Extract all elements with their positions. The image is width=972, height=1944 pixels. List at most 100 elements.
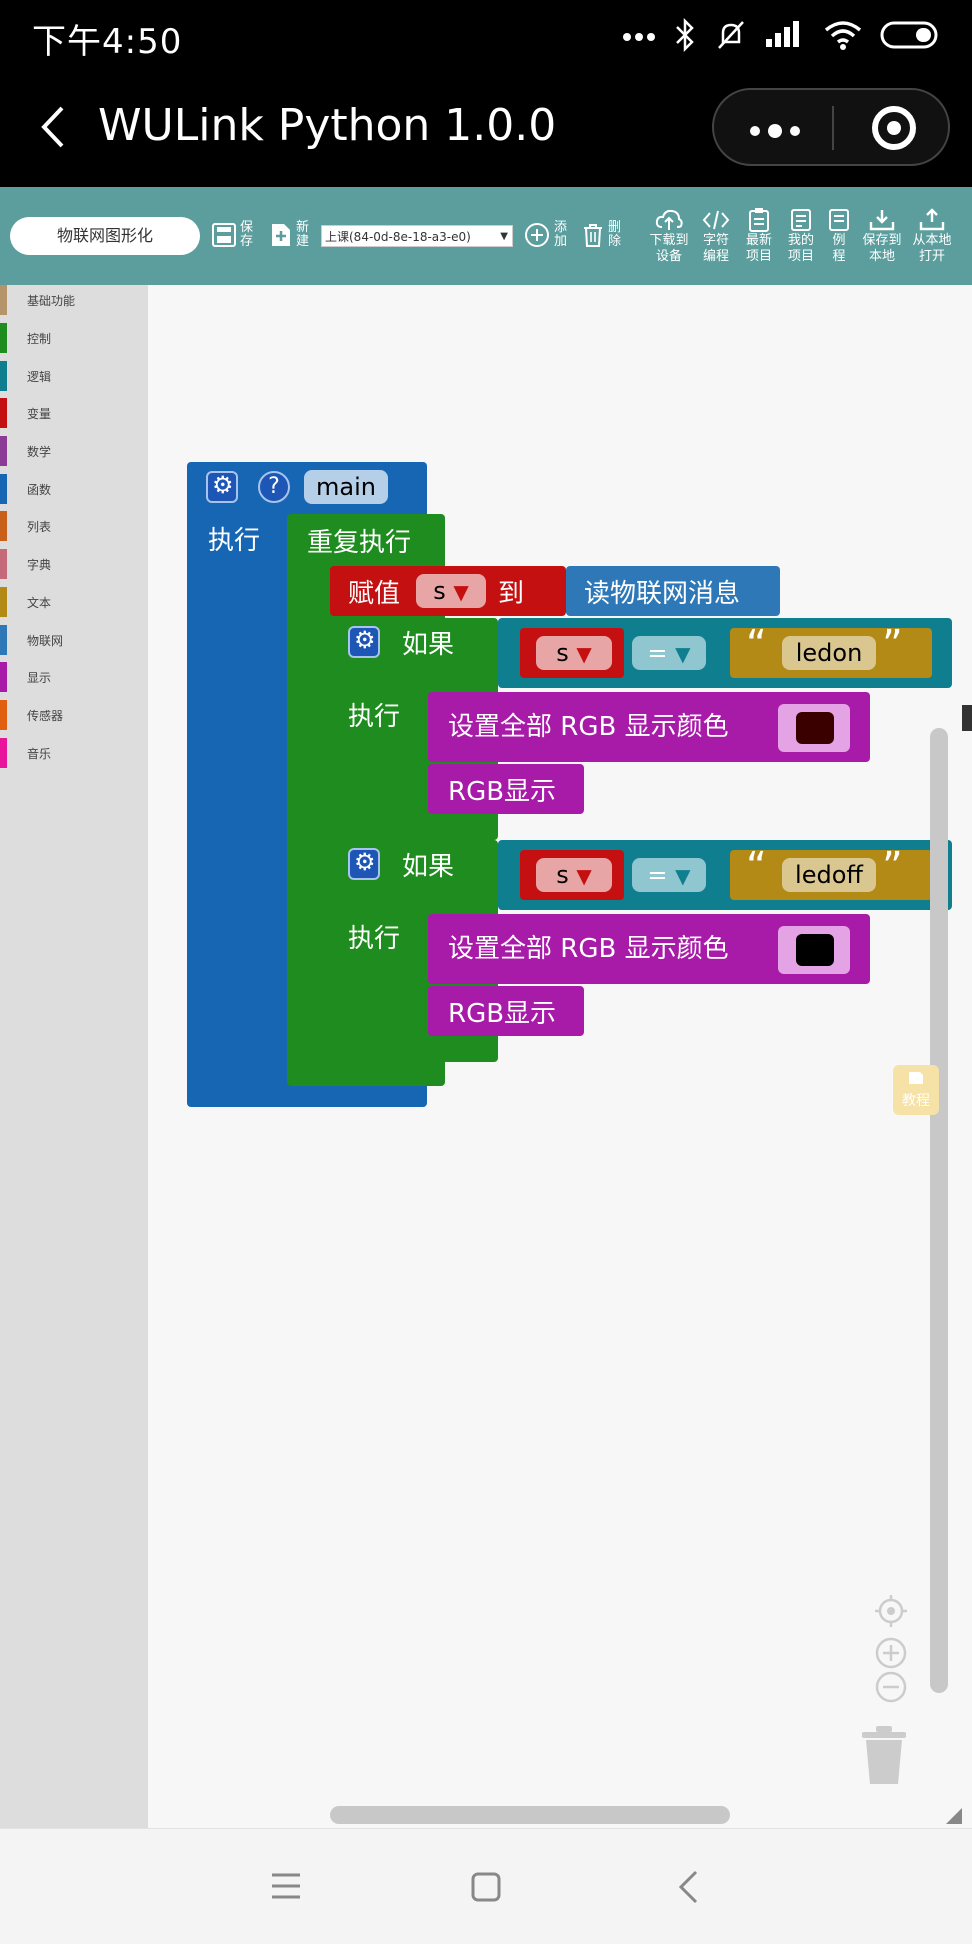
clipboard-icon bbox=[749, 208, 769, 232]
color-swatch-on[interactable] bbox=[778, 704, 850, 752]
device-select-value: 上课(84-0d-8e-18-a3-e0) bbox=[325, 230, 471, 244]
category-color-bar bbox=[0, 549, 7, 579]
text-value-ledoff[interactable]: ledoff bbox=[782, 858, 876, 892]
zoom-in-icon[interactable] bbox=[875, 1637, 907, 1669]
category-color-bar bbox=[0, 738, 7, 768]
category-display[interactable]: 显示 bbox=[0, 662, 148, 692]
add-label: 添加 bbox=[554, 220, 568, 249]
category-variable[interactable]: 变量 bbox=[0, 398, 148, 428]
main-name-field[interactable]: main bbox=[304, 470, 388, 504]
list-doc-icon bbox=[791, 209, 811, 231]
category-color-bar bbox=[0, 436, 7, 466]
delete-button[interactable]: 删除 bbox=[582, 221, 622, 249]
category-color-bar bbox=[0, 361, 7, 391]
new-label: 新建 bbox=[296, 220, 310, 249]
char-programming-button[interactable]: 字符 编程 bbox=[694, 207, 738, 265]
title-bar: WULink Python 1.0.0 bbox=[0, 72, 972, 187]
category-sensor[interactable]: 传感器 bbox=[0, 700, 148, 730]
var-s-dropdown[interactable]: s ▼ bbox=[536, 636, 612, 670]
page-title: WULink Python 1.0.0 bbox=[98, 100, 557, 151]
exec-label: 执行 bbox=[208, 526, 261, 556]
category-color-bar bbox=[0, 587, 7, 617]
category-basic[interactable]: 基础功能 bbox=[0, 285, 148, 315]
gear-icon[interactable] bbox=[348, 848, 380, 880]
horizontal-scrollbar[interactable] bbox=[330, 1806, 730, 1824]
my-project-button[interactable]: 我的 项目 bbox=[779, 207, 823, 265]
device-select[interactable]: 上课(84-0d-8e-18-a3-e0) ▼ bbox=[321, 225, 513, 247]
color-swatch-off[interactable] bbox=[778, 926, 850, 974]
capsule-menu bbox=[712, 88, 950, 166]
help-icon[interactable]: ? bbox=[258, 471, 290, 503]
signal-icon bbox=[766, 21, 806, 49]
system-nav-bar bbox=[0, 1828, 972, 1944]
status-bar: 下午4:50 bbox=[0, 0, 972, 72]
download-tray-icon bbox=[869, 210, 895, 231]
rgb-show-block-1[interactable] bbox=[428, 764, 584, 814]
latest-project-button[interactable]: 最新 项目 bbox=[737, 207, 781, 265]
exec-label: 执行 bbox=[348, 702, 401, 732]
category-sidebar: 基础功能 控制 逻辑 变量 数学 函数 列表 字典 文本 物联网 显示 传感器 … bbox=[0, 285, 148, 1828]
rgb-show-block-2[interactable] bbox=[428, 986, 584, 1036]
trash-can-icon[interactable] bbox=[860, 1726, 908, 1786]
new-button[interactable]: 新建 bbox=[270, 221, 310, 249]
category-math[interactable]: 数学 bbox=[0, 436, 148, 466]
cloud-upload-icon bbox=[655, 209, 683, 230]
back-arrow-icon[interactable] bbox=[30, 102, 80, 152]
category-color-bar bbox=[0, 511, 7, 541]
dropdown-arrow-icon: ▼ bbox=[500, 231, 508, 242]
vertical-scrollbar[interactable] bbox=[930, 728, 948, 1693]
more-menu-button[interactable] bbox=[750, 124, 800, 138]
save-button[interactable]: 保存 bbox=[212, 221, 254, 249]
category-text[interactable]: 文本 bbox=[0, 587, 148, 617]
close-miniprogram-button[interactable] bbox=[872, 106, 916, 150]
example-button[interactable]: 例 程 bbox=[817, 207, 861, 265]
home-icon[interactable] bbox=[470, 1871, 502, 1903]
gear-icon[interactable] bbox=[348, 626, 380, 658]
dropdown-arrow-icon: ▼ bbox=[453, 580, 469, 604]
back-icon[interactable] bbox=[676, 1869, 700, 1905]
save-label: 保存 bbox=[240, 220, 254, 249]
project-name-input[interactable]: 物联网图形化 bbox=[10, 217, 200, 255]
add-button[interactable]: 添加 bbox=[524, 221, 568, 249]
tutorial-button[interactable]: 教程 bbox=[893, 1065, 939, 1115]
category-music[interactable]: 音乐 bbox=[0, 738, 148, 768]
category-iot[interactable]: 物联网 bbox=[0, 625, 148, 655]
dropdown-arrow-icon: ▼ bbox=[576, 864, 592, 888]
color-swatch-fill bbox=[796, 712, 834, 744]
equals-operator-dropdown[interactable]: = ▼ bbox=[632, 636, 706, 670]
open-from-local-button[interactable]: 从本地 打开 bbox=[910, 207, 954, 265]
open-quote: “ bbox=[746, 844, 767, 890]
mute-bell-icon bbox=[718, 21, 744, 49]
category-function[interactable]: 函数 bbox=[0, 474, 148, 504]
delete-label: 删除 bbox=[608, 220, 622, 249]
var-s-dropdown[interactable]: s ▼ bbox=[416, 574, 486, 608]
read-iot-message-block[interactable] bbox=[566, 566, 780, 616]
save-icon bbox=[212, 223, 236, 247]
gear-icon[interactable] bbox=[206, 471, 238, 503]
text-value-ledon[interactable]: ledon bbox=[782, 636, 876, 670]
download-to-device-button[interactable]: 下载到 设备 bbox=[647, 207, 691, 265]
category-dict[interactable]: 字典 bbox=[0, 549, 148, 579]
close-quote: ” bbox=[882, 844, 903, 890]
var-s-dropdown[interactable]: s ▼ bbox=[536, 858, 612, 892]
code-icon bbox=[702, 210, 730, 230]
set-rgb-label: 设置全部 RGB 显示颜色 bbox=[448, 934, 729, 964]
category-logic[interactable]: 逻辑 bbox=[0, 361, 148, 391]
recenter-icon[interactable] bbox=[874, 1594, 908, 1628]
trash-icon bbox=[584, 224, 602, 247]
zoom-out-icon[interactable] bbox=[875, 1671, 907, 1703]
status-icons bbox=[622, 18, 942, 52]
doc-icon bbox=[829, 209, 849, 231]
menu-icon[interactable] bbox=[270, 1871, 302, 1901]
equals-operator-dropdown[interactable]: = ▼ bbox=[632, 858, 706, 892]
rgb-show-label: RGB显示 bbox=[448, 777, 557, 807]
rgb-show-label: RGB显示 bbox=[448, 999, 557, 1029]
category-list[interactable]: 列表 bbox=[0, 511, 148, 541]
upload-tray-icon bbox=[919, 208, 945, 231]
category-color-bar bbox=[0, 662, 7, 692]
save-to-local-button[interactable]: 保存到 本地 bbox=[860, 207, 904, 265]
dropdown-arrow-icon: ▼ bbox=[675, 864, 691, 888]
repeat-label: 重复执行 bbox=[307, 528, 412, 558]
workspace-edge-marker bbox=[962, 705, 972, 731]
category-control[interactable]: 控制 bbox=[0, 323, 148, 353]
